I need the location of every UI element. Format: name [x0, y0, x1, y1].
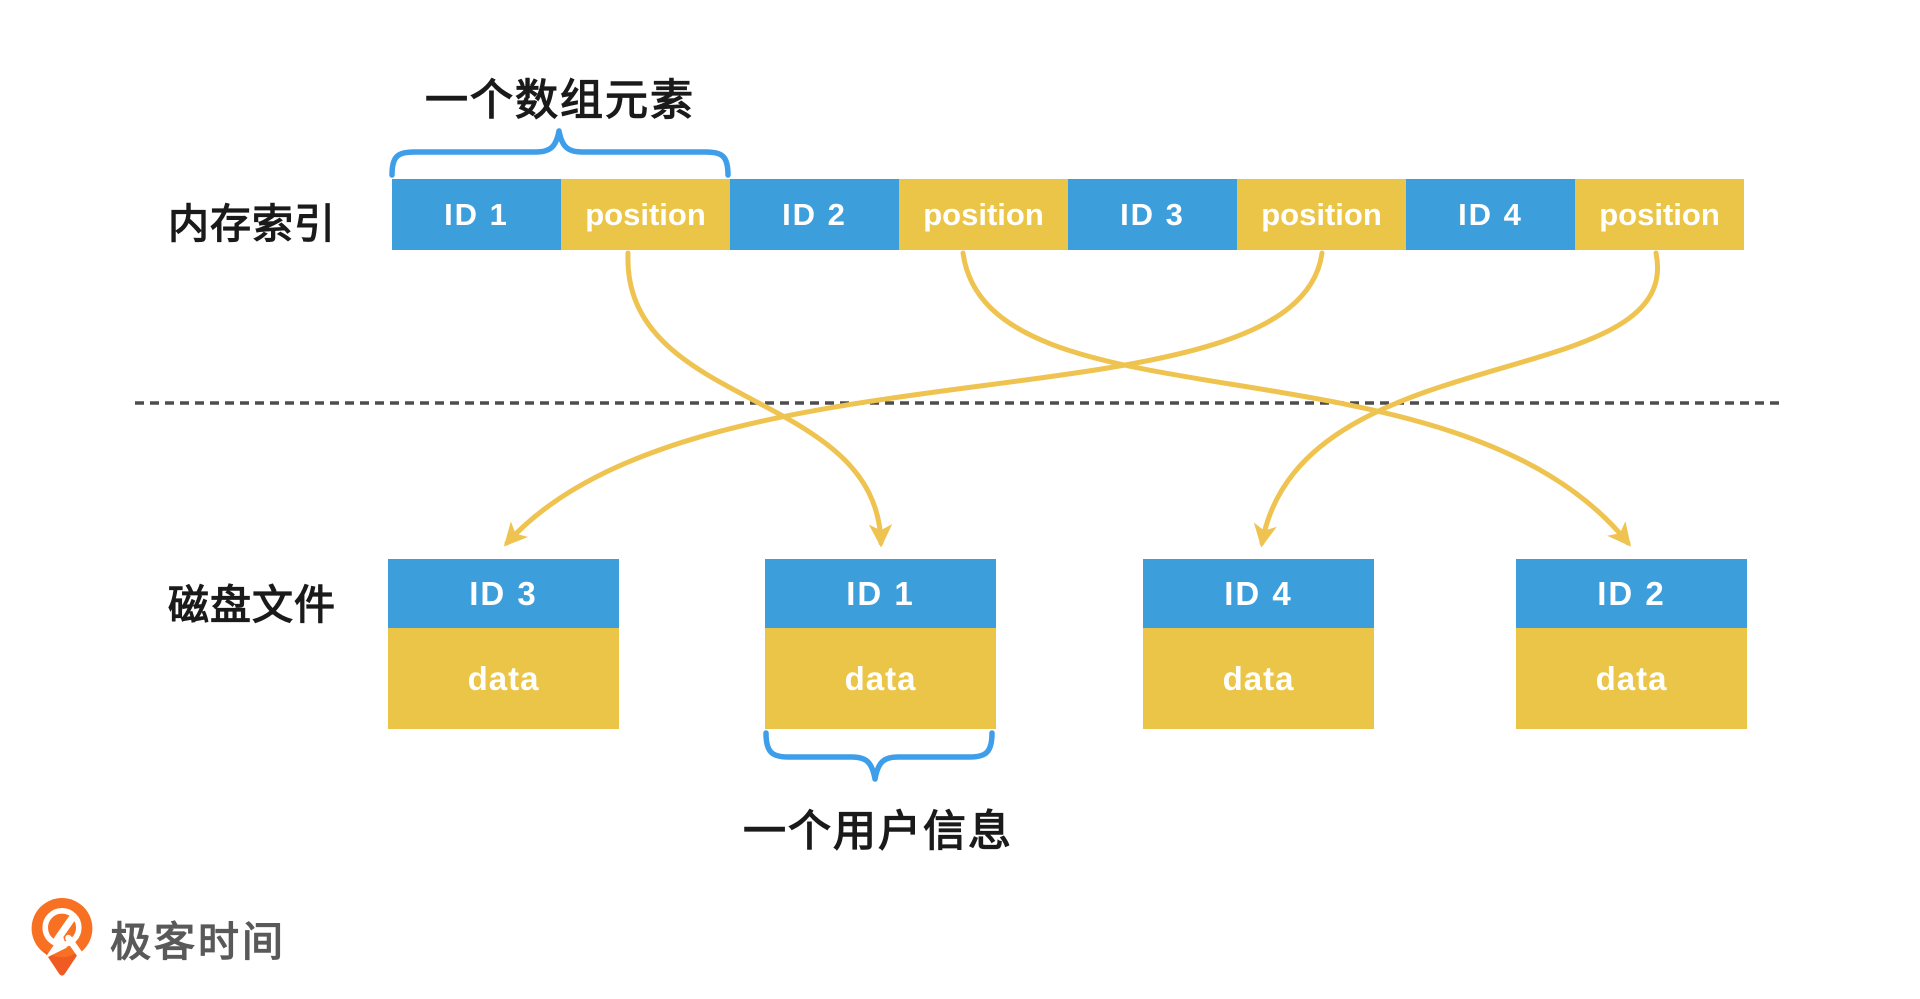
- disk-block-id2: ID 2 data: [1516, 559, 1747, 729]
- memory-cell-position-3: position: [1237, 179, 1406, 250]
- memory-index-label: 内存索引: [168, 201, 336, 247]
- disk-block-id3: ID 3 data: [388, 559, 619, 729]
- memory-cell-position-2: position: [899, 179, 1068, 250]
- memory-cell-id-2: ID 2: [730, 179, 899, 250]
- memory-index-row: ID 1 position ID 2 position ID 3 positio…: [392, 179, 1744, 250]
- disk-block-id3-header: ID 3: [388, 559, 619, 628]
- arrow-position3-to-block-id3: [503, 250, 1325, 547]
- disk-block-id2-data: data: [1516, 628, 1747, 729]
- user-record-caption: 一个用户信息: [743, 808, 1013, 856]
- disk-file-label: 磁盘文件: [168, 582, 336, 628]
- arrow-position4-to-block-id4: [1253, 250, 1661, 548]
- array-element-brace: [389, 128, 731, 178]
- geektime-logo: 极客时间: [28, 898, 286, 978]
- memory-cell-position-1: position: [561, 179, 730, 250]
- disk-block-id1: ID 1 data: [765, 559, 996, 729]
- disk-block-id1-header: ID 1: [765, 559, 996, 628]
- user-record-brace: [763, 730, 995, 782]
- disk-block-id4-data: data: [1143, 628, 1374, 729]
- arrow-position1-to-block-id1: [625, 250, 893, 548]
- memory-cell-id-3: ID 3: [1068, 179, 1237, 250]
- memory-cell-id-1: ID 1: [392, 179, 561, 250]
- disk-block-id4-header: ID 4: [1143, 559, 1374, 628]
- disk-block-id3-data: data: [388, 628, 619, 729]
- disk-block-id2-header: ID 2: [1516, 559, 1747, 628]
- arrow-position2-to-block-id2: [960, 250, 1631, 547]
- memory-cell-position-4: position: [1575, 179, 1744, 250]
- memory-cell-id-4: ID 4: [1406, 179, 1575, 250]
- array-element-caption: 一个数组元素: [425, 77, 695, 125]
- disk-block-id1-data: data: [765, 628, 996, 729]
- geektime-pin-icon: [31, 898, 93, 976]
- geektime-logo-text: 极客时间: [110, 919, 286, 965]
- disk-block-id4: ID 4 data: [1143, 559, 1374, 729]
